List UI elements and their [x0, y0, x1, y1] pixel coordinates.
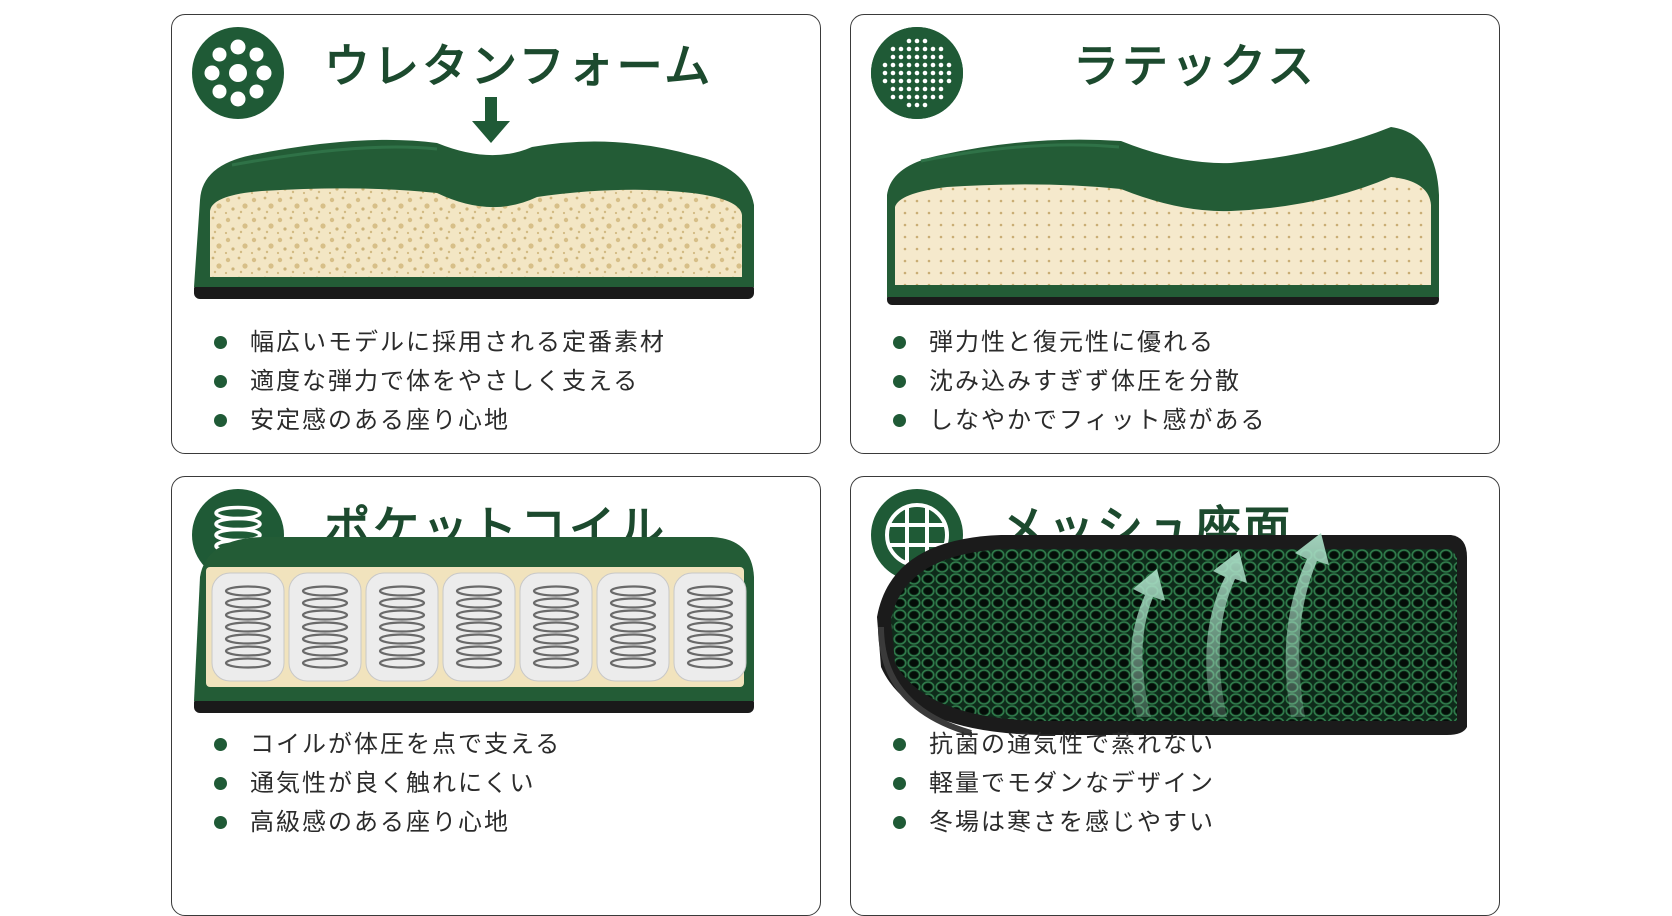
list-item: 抗菌の通気性で蒸れない — [893, 725, 1215, 764]
card-pocket-coil: ポケットコイル コイルが体圧を点で支える 通気性が良く触れにくい 高級感のある座… — [171, 476, 821, 916]
coil-pocket — [442, 572, 516, 682]
feature-list: 弾力性と復元性に優れる 沈み込みすぎず体圧を分散 しなやかでフィット感がある — [893, 323, 1267, 440]
bullet-icon — [893, 777, 906, 790]
coil-pocket — [673, 572, 747, 682]
list-item: 軽量でモダンなデザイン — [893, 764, 1215, 803]
list-item: コイルが体圧を点で支える — [214, 725, 561, 764]
coil-pocket — [596, 572, 670, 682]
list-item: 高級感のある座り心地 — [214, 803, 561, 842]
urethane-cushion-illustration — [194, 97, 754, 299]
bullet-icon — [893, 816, 906, 829]
feature-list: 幅広いモデルに採用される定番素材 適度な弾力で体をやさしく支える 安定感のある座… — [214, 323, 666, 440]
bullet-icon — [893, 414, 906, 427]
card-title: ウレタンフォーム — [324, 39, 714, 93]
list-item: 安定感のある座り心地 — [214, 401, 666, 440]
bullet-icon — [893, 738, 906, 751]
foam-cells-icon — [192, 27, 284, 119]
pocket-coil-illustration — [194, 537, 754, 713]
list-item: 弾力性と復元性に優れる — [893, 323, 1267, 362]
coil-pocket — [519, 572, 593, 682]
card-urethane-foam: ウレタンフォーム 幅広いモデルに採用される定番素材 適度な弾力で体をやさしく支 — [171, 14, 821, 454]
coil-pocket — [288, 572, 362, 682]
feature-list: 抗菌の通気性で蒸れない 軽量でモダンなデザイン 冬場は寒さを感じやすい — [893, 725, 1215, 842]
card-mesh-seat: メッシュ座面 抗菌の通気性で蒸れない — [850, 476, 1500, 916]
list-item: しなやかでフィット感がある — [893, 401, 1267, 440]
bullet-icon — [214, 816, 227, 829]
feature-list: コイルが体圧を点で支える 通気性が良く触れにくい 高級感のある座り心地 — [214, 725, 561, 842]
bullet-icon — [214, 777, 227, 790]
list-item: 幅広いモデルに採用される定番素材 — [214, 323, 666, 362]
bullet-icon — [893, 375, 906, 388]
card-title: ラテックス — [1073, 39, 1317, 93]
list-item: 沈み込みすぎず体圧を分散 — [893, 362, 1267, 401]
perforated-dots-icon — [871, 27, 963, 119]
list-item: 適度な弾力で体をやさしく支える — [214, 362, 666, 401]
bullet-icon — [214, 375, 227, 388]
list-item: 通気性が良く触れにくい — [214, 764, 561, 803]
latex-cushion-illustration — [887, 127, 1439, 305]
bullet-icon — [214, 738, 227, 751]
bullet-icon — [214, 414, 227, 427]
card-latex: ラテックス 弾力性と復元性に優れる 沈み込みすぎず体圧を分散 しなやかでフィット… — [850, 14, 1500, 454]
list-item: 冬場は寒さを感じやすい — [893, 803, 1215, 842]
bullet-icon — [214, 336, 227, 349]
coil-pocket — [365, 572, 439, 682]
bullet-icon — [893, 336, 906, 349]
mesh-seat-illustration — [877, 533, 1467, 736]
coil-pocket — [211, 572, 285, 682]
